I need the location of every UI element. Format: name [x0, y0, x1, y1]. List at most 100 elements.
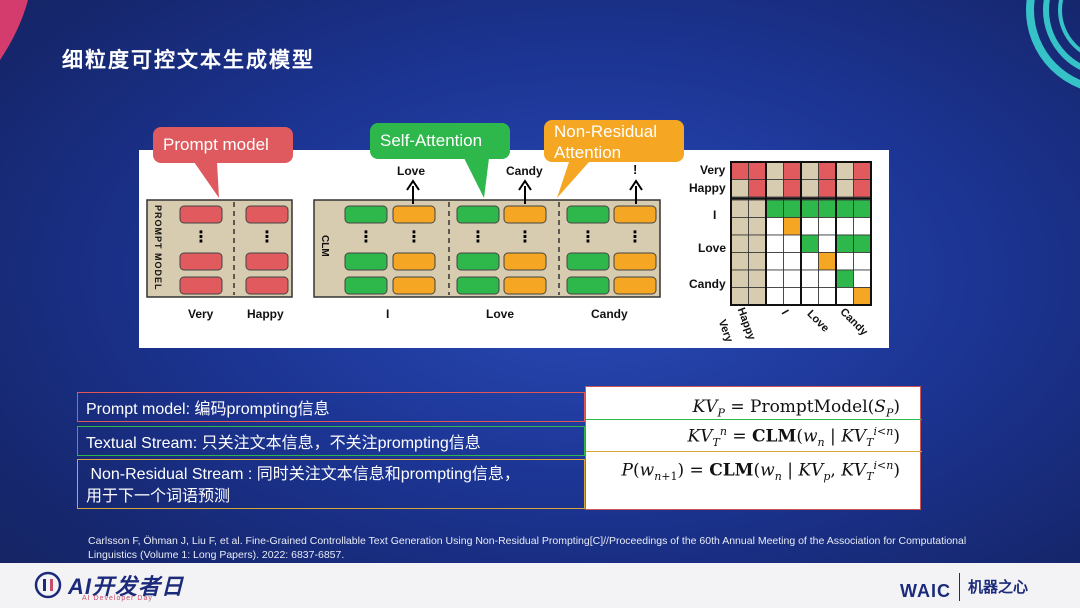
- logo-subtext: AI Developer Day: [82, 595, 153, 602]
- table-row-non-residual-stream: Non-Residual Stream : 同时关注文本信息和prompting…: [77, 459, 585, 509]
- clm-output-label: Love: [397, 164, 426, 178]
- matrix-cell: [765, 287, 784, 306]
- matrix-cell: [748, 199, 767, 218]
- matrix-cell: [835, 287, 854, 306]
- table-row-textual-stream: Textual Stream: 只关注文本信息，不关注prompting信息: [77, 426, 585, 456]
- footer-bar: AI开发者日 AI Developer Day WAIC 机器之心: [0, 563, 1080, 608]
- table-row-prompt-model: Prompt model: 编码prompting信息: [77, 392, 585, 422]
- waic-text: WAIC: [900, 581, 951, 601]
- matrix-cell: [783, 179, 802, 198]
- matrix-cell: [800, 217, 819, 236]
- matrix-cell: [835, 217, 854, 236]
- matrix-cell: [730, 199, 749, 218]
- prompt-model-callout: Prompt model: [153, 127, 293, 163]
- matrix-cell: [765, 234, 784, 253]
- clm-output-label: Candy: [506, 164, 543, 178]
- clm-side-label: CLM: [319, 235, 330, 257]
- attention-matrix: [730, 161, 872, 306]
- formula-textual-stream: KVTn = CLM(wn | KVTi<n): [687, 425, 900, 450]
- matrix-cell: [818, 252, 837, 271]
- matrix-cell: [783, 269, 802, 288]
- matrix-row-label: Very: [700, 163, 726, 177]
- svg-text:⋮: ⋮: [627, 229, 643, 246]
- matrix-cell: [800, 252, 819, 271]
- logo-divider: [959, 572, 960, 601]
- matrix-cell: [800, 161, 819, 180]
- matrix-cell: [853, 179, 872, 198]
- matrix-cell: [783, 161, 802, 180]
- self-attention-callout: Self-Attention: [370, 123, 510, 159]
- reference-line: Linguistics (Volume 1: Long Papers). 202…: [88, 549, 345, 561]
- clm-input-label: I: [386, 307, 390, 321]
- matrix-cell: [800, 179, 819, 198]
- waic-logo: WAIC 机器之心: [900, 571, 1028, 602]
- matrix-cell: [835, 269, 854, 288]
- svg-text:⋮: ⋮: [193, 227, 209, 246]
- formula-box: KVP = PromptModel(SP) KVTn = CLM(wn | KV…: [585, 386, 922, 510]
- clm-output-label: !: [633, 162, 638, 177]
- matrix-cell: [765, 252, 784, 271]
- matrix-cell: [835, 161, 854, 180]
- matrix-cell: [730, 234, 749, 253]
- non-residual-attention-callout: Non-Residual Attention: [544, 120, 684, 162]
- svg-text:⋮: ⋮: [470, 229, 486, 246]
- row-label-line2: 用于下一个词语预测: [86, 488, 231, 505]
- svg-text:⋮: ⋮: [406, 229, 422, 246]
- slide-title: 细粒度可控文本生成模型: [62, 48, 315, 72]
- row-label: Non-Residual Stream : 同时关注文本信息和prompting…: [86, 466, 520, 483]
- jiqizhixin-text: 机器之心: [968, 579, 1029, 596]
- matrix-cell: [853, 161, 872, 180]
- matrix-cell: [835, 234, 854, 253]
- logo-text: AI开发者日: [68, 574, 185, 599]
- callout-line: Attention: [554, 143, 622, 162]
- prompt-input-label: Very: [188, 307, 214, 321]
- matrix-cell: [853, 287, 872, 306]
- clm-input-label: Love: [486, 307, 515, 321]
- formula-non-residual-stream: P(wn+1) = CLM(wn | KVp, KVTi<n): [621, 459, 900, 484]
- matrix-cell: [818, 161, 837, 180]
- matrix-cell: [818, 287, 837, 306]
- architecture-figure: ⋮ ⋮ ⋮ ⋮ ⋮ ⋮ ⋮ ⋮: [139, 150, 889, 348]
- matrix-cell: [818, 269, 837, 288]
- matrix-row-label: Happy: [689, 181, 726, 195]
- svg-text:⋮: ⋮: [358, 229, 374, 246]
- matrix-cell: [800, 269, 819, 288]
- matrix-cell: [783, 252, 802, 271]
- matrix-cell: [730, 161, 749, 180]
- matrix-cell: [730, 217, 749, 236]
- matrix-cell: [783, 234, 802, 253]
- svg-text:⋮: ⋮: [517, 229, 533, 246]
- matrix-cell: [765, 269, 784, 288]
- matrix-cell: [765, 161, 784, 180]
- matrix-cell: [853, 269, 872, 288]
- row-label: Textual Stream: 只关注文本信息，不关注prompting信息: [86, 435, 481, 452]
- matrix-cell: [748, 234, 767, 253]
- matrix-cell: [853, 199, 872, 218]
- matrix-cell: [783, 287, 802, 306]
- svg-text:⋮: ⋮: [580, 229, 596, 246]
- matrix-cell: [818, 199, 837, 218]
- reference-line: Carlsson F, Öhman J, Liu F, et al. Fine-…: [88, 535, 967, 547]
- matrix-cell: [730, 252, 749, 271]
- callout-line: Non-Residual: [554, 122, 657, 141]
- matrix-cell: [835, 179, 854, 198]
- matrix-cell: [748, 179, 767, 198]
- matrix-cell: [818, 234, 837, 253]
- clm-input-label: Candy: [591, 307, 628, 321]
- matrix-cell: [748, 252, 767, 271]
- corner-decoration: [0, 0, 1080, 89]
- matrix-cell: [853, 234, 872, 253]
- svg-text:⋮: ⋮: [259, 227, 275, 246]
- info-table: Prompt model: 编码prompting信息 Textual Stre…: [77, 386, 922, 510]
- matrix-cell: [748, 217, 767, 236]
- matrix-row-label: Candy: [689, 277, 726, 291]
- matrix-cell: [800, 234, 819, 253]
- matrix-cell: [748, 269, 767, 288]
- formula-prompt-model: KVP = PromptModel(SP): [692, 397, 900, 420]
- matrix-cell: [730, 287, 749, 306]
- matrix-cell: [853, 252, 872, 271]
- matrix-cell: [853, 217, 872, 236]
- matrix-cell: [765, 179, 784, 198]
- matrix-cell: [748, 287, 767, 306]
- matrix-row-label: I: [713, 208, 717, 222]
